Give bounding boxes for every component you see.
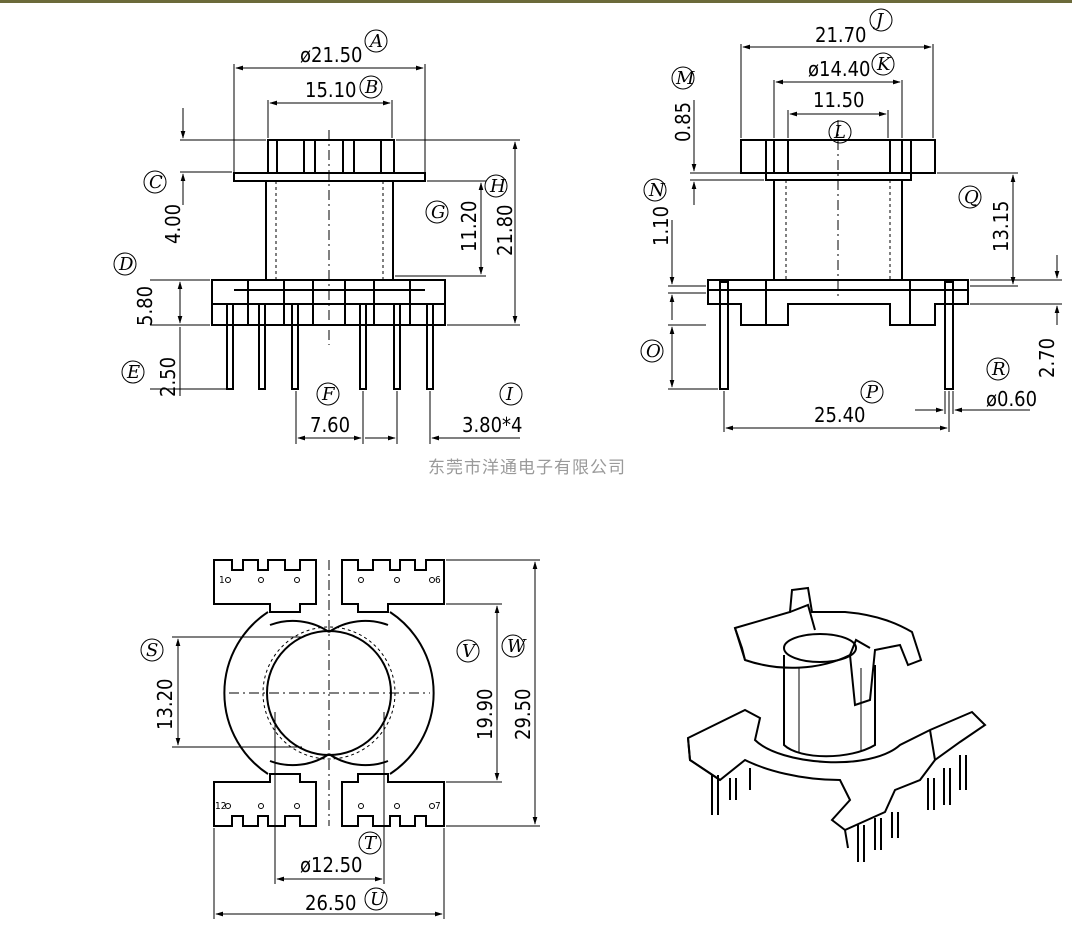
dim-R2: 2.70 <box>1035 338 1059 378</box>
front-view: ø21.50 A 15.10 B 4.00 C 5.80 D 2.50 E 11… <box>113 29 523 444</box>
dim-U: 26.50 <box>305 891 357 915</box>
tag-C: C <box>149 172 163 193</box>
tag-T: T <box>364 833 378 854</box>
tag-N: N <box>648 180 666 201</box>
dim-V: 19.90 <box>473 689 497 741</box>
tag-G: G <box>431 202 445 223</box>
tag-Q: Q <box>964 187 979 208</box>
dim-W: 29.50 <box>511 689 535 741</box>
pin-label-1: 1 <box>219 575 225 586</box>
dim-E: 2.50 <box>156 357 180 397</box>
dim-L: 11.50 <box>813 88 865 112</box>
dim-S: 13.20 <box>153 679 177 731</box>
tag-R: R <box>991 359 1006 380</box>
pin-label-12: 12 <box>215 801 226 812</box>
dim-F: 7.60 <box>310 413 350 437</box>
dim-J: 21.70 <box>815 23 867 47</box>
dim-C: 4.00 <box>161 204 185 244</box>
tag-S: S <box>146 640 158 661</box>
watermark: 东莞市洋通电子有限公司 <box>428 458 626 478</box>
tag-M: M <box>675 68 695 89</box>
dim-B: 15.10 <box>305 78 357 102</box>
tag-J: J <box>872 10 885 31</box>
dim-Q: 13.15 <box>989 201 1013 253</box>
top-view: 1 6 12 7 13.20 S 19.90 V 29.50 W <box>140 559 540 919</box>
tag-P: P <box>865 382 879 403</box>
tag-L: L <box>833 122 846 143</box>
dim-N: 1.10 <box>649 206 673 246</box>
tag-O: O <box>646 341 661 362</box>
tag-U: U <box>370 889 386 910</box>
tag-W: W <box>507 636 527 657</box>
side-view: 21.70 J ø14.40 K 11.50 L 0.85 M 1.10 N O <box>640 8 1062 432</box>
tag-F: F <box>321 384 336 405</box>
tag-D: D <box>118 254 134 275</box>
tag-V: V <box>462 641 477 662</box>
tag-B: B <box>364 77 378 98</box>
tag-I: I <box>505 384 514 405</box>
dim-A: ø21.50 <box>300 43 363 67</box>
dim-R: ø0.60 <box>986 387 1037 411</box>
pin-label-6: 6 <box>435 575 441 586</box>
isometric-view <box>686 586 987 862</box>
dim-K: ø14.40 <box>808 57 871 81</box>
dim-D: 5.80 <box>133 286 157 326</box>
pin-label-7: 7 <box>435 801 441 812</box>
tag-H: H <box>489 176 506 197</box>
dim-P: 25.40 <box>814 403 866 427</box>
dim-M: 0.85 <box>671 102 695 142</box>
dim-I: 3.80*4 <box>462 413 523 437</box>
tag-E: E <box>126 362 140 383</box>
title-bar <box>0 0 1072 3</box>
tag-A: A <box>368 31 383 52</box>
dim-T: ø12.50 <box>300 853 363 877</box>
dim-H: 21.80 <box>493 205 517 257</box>
dim-G: 11.20 <box>457 201 481 253</box>
tag-K: K <box>876 54 892 75</box>
